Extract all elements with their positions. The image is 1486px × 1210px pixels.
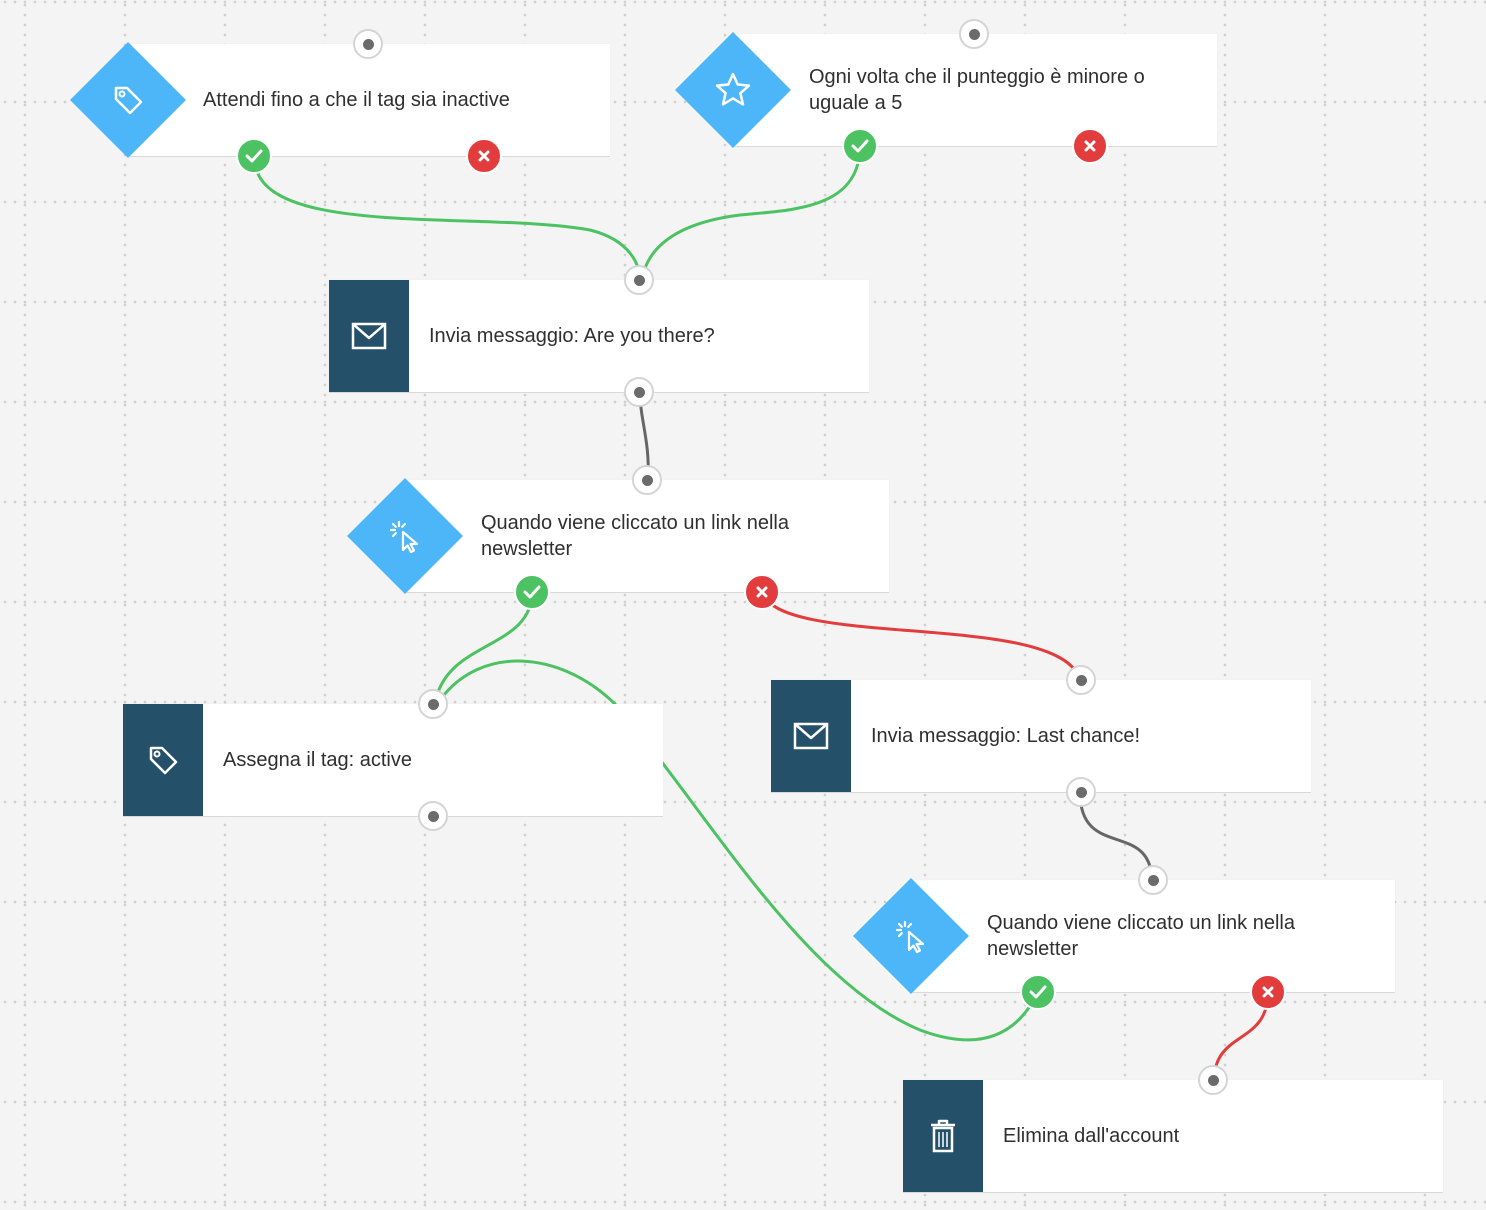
action-sidebar <box>123 704 203 816</box>
node-send-last-chance[interactable]: Invia messaggio: Last chance! <box>771 680 1311 792</box>
node-label: Invia messaggio: Are you there? <box>429 325 715 347</box>
connector-score-yes-to-send[interactable] <box>640 145 862 281</box>
action-sidebar <box>329 280 409 392</box>
connector-click1-no-to-lastchance[interactable] <box>760 591 1082 681</box>
action-sidebar <box>771 680 851 792</box>
input-port[interactable] <box>959 19 989 49</box>
node-click-link-1[interactable]: Quando viene cliccato un link nella news… <box>407 480 889 592</box>
node-label: Assegna il tag: active <box>223 749 412 771</box>
yes-output-port[interactable] <box>1020 974 1056 1010</box>
node-score[interactable]: Ogni volta che il punteggio è minore o u… <box>735 34 1217 146</box>
output-port[interactable] <box>1066 777 1096 807</box>
connector-wait-yes-to-send[interactable] <box>253 155 642 281</box>
output-port[interactable] <box>624 377 654 407</box>
node-label: Elimina dall'account <box>1003 1125 1180 1147</box>
input-port[interactable] <box>418 689 448 719</box>
check-icon <box>245 149 263 163</box>
close-icon <box>1262 986 1274 998</box>
no-output-port[interactable] <box>1250 974 1286 1010</box>
trash-icon <box>931 1119 955 1153</box>
check-icon <box>523 585 541 599</box>
input-port[interactable] <box>1066 665 1096 695</box>
input-port[interactable] <box>624 265 654 295</box>
yes-output-port[interactable] <box>236 138 272 174</box>
input-port[interactable] <box>1198 1065 1228 1095</box>
envelope-icon <box>793 722 829 750</box>
no-output-port[interactable] <box>744 574 780 610</box>
check-icon <box>851 139 869 153</box>
input-port[interactable] <box>632 465 662 495</box>
node-send-are-you-there[interactable]: Invia messaggio: Are you there? <box>329 280 869 392</box>
tag-icon <box>149 746 178 775</box>
action-sidebar <box>903 1080 983 1192</box>
node-assign-tag[interactable]: Assegna il tag: active <box>123 704 663 816</box>
close-icon <box>1084 140 1096 152</box>
close-icon <box>478 150 490 162</box>
check-icon <box>1029 985 1047 999</box>
cursor-click-icon <box>870 895 952 977</box>
yes-output-port[interactable] <box>514 574 550 610</box>
yes-output-port[interactable] <box>842 128 878 164</box>
tag-icon <box>87 59 169 141</box>
no-output-port[interactable] <box>466 138 502 174</box>
star-icon <box>692 49 774 131</box>
node-delete-account[interactable]: Elimina dall'account <box>903 1080 1443 1192</box>
input-port[interactable] <box>1138 865 1168 895</box>
input-port[interactable] <box>353 29 383 59</box>
output-port[interactable] <box>418 801 448 831</box>
envelope-icon <box>351 322 387 350</box>
node-wait-tag[interactable]: Attendi fino a che il tag sia inactive <box>130 44 610 156</box>
node-click-link-2[interactable]: Quando viene cliccato un link nella news… <box>913 880 1395 992</box>
close-icon <box>756 586 768 598</box>
cursor-click-icon <box>364 495 446 577</box>
connector-lastchance-to-click2[interactable] <box>1078 791 1154 881</box>
no-output-port[interactable] <box>1072 128 1108 164</box>
node-label: Invia messaggio: Last chance! <box>871 725 1141 747</box>
